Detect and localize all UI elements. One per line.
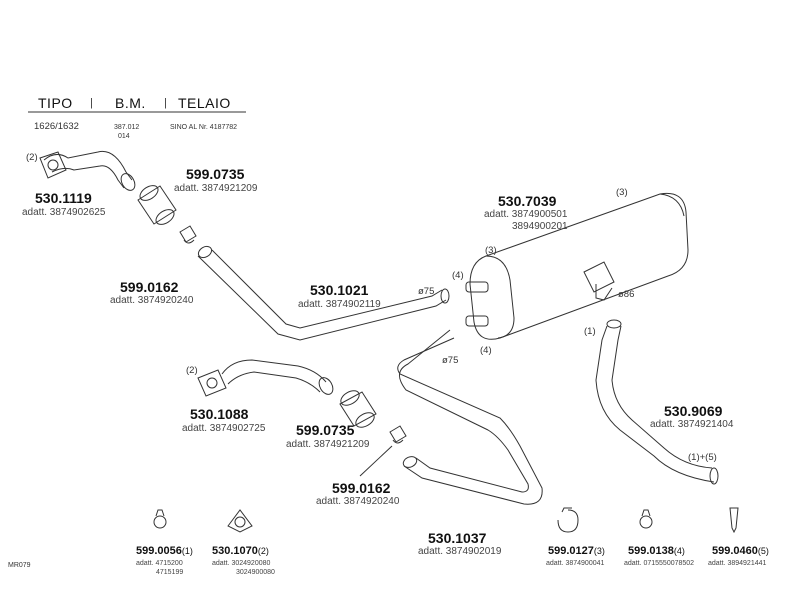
header-col-telaio: TELAIO bbox=[178, 95, 231, 111]
front-pipe-1-drawing bbox=[39, 150, 136, 191]
qty-label: (1)+(5) bbox=[688, 452, 717, 463]
qty-label: (4) bbox=[452, 270, 464, 281]
part-ref-530-1037: adatt. 3874902019 bbox=[418, 546, 502, 557]
diameter-label: ø75 bbox=[418, 286, 435, 297]
qty-label: (1) bbox=[584, 326, 596, 337]
header-col-tipo: TIPO bbox=[38, 95, 73, 111]
part-ref-599-0162: adatt. 3874920240 bbox=[316, 496, 400, 507]
qty-label: (3) bbox=[485, 245, 497, 256]
header-col-bm: B.M. bbox=[115, 95, 146, 111]
qty-label: (4) bbox=[480, 345, 492, 356]
drawing-code: MR079 bbox=[8, 562, 31, 569]
qty-label: (5) bbox=[757, 546, 769, 556]
diameter-label: ø86 bbox=[618, 289, 635, 300]
part-number: 599.0056(1) bbox=[136, 545, 193, 557]
part-ref-530-7039: adatt. 3874900501 bbox=[484, 209, 568, 220]
part-ref-530-7039-alt: 3894900201 bbox=[512, 221, 568, 232]
qty-label: (2) bbox=[257, 546, 269, 556]
part-ref: adatt. 3024920080 bbox=[212, 560, 271, 567]
bottom-icon-599-0127 bbox=[557, 507, 579, 533]
sleeve-2-drawing bbox=[339, 390, 377, 428]
clamp-2-drawing bbox=[359, 425, 407, 477]
silencer-drawing bbox=[465, 192, 689, 340]
qty-label: (4) bbox=[673, 546, 685, 556]
part-ref: adatt. 0715550078502 bbox=[624, 560, 695, 567]
qty-label: (3) bbox=[593, 546, 605, 556]
part-ref-alt: 4715199 bbox=[156, 569, 184, 576]
header-telaio-value: SINO AL Nr. 4187782 bbox=[170, 124, 238, 131]
diameter-label: ø75 bbox=[442, 355, 459, 366]
tail-pipe-drawing bbox=[595, 319, 719, 485]
part-number-530-1037: 530.1037 bbox=[428, 530, 487, 546]
part-ref-599-0735: adatt. 3874921209 bbox=[174, 183, 258, 194]
header-separator-1: | bbox=[90, 97, 93, 109]
part-ref: adatt. 4715200 bbox=[136, 560, 183, 567]
header-bm-line1: 387.012 bbox=[114, 124, 140, 131]
qty-label: (1) bbox=[181, 546, 193, 556]
sleeve-1-drawing bbox=[137, 185, 177, 225]
part-ref-599-0162: adatt. 3874920240 bbox=[110, 295, 194, 306]
part-number-599-0735: 599.0735 bbox=[296, 422, 355, 438]
part-ref: adatt. 3894921441 bbox=[708, 560, 767, 567]
part-ref-530-1119: adatt. 3874902625 bbox=[22, 207, 106, 218]
part-number: 599.0138(4) bbox=[628, 545, 685, 557]
qty-label: (2) bbox=[26, 152, 38, 163]
part-number-530-1088: 530.1088 bbox=[190, 406, 249, 422]
qty-label: (2) bbox=[186, 365, 198, 376]
bottom-icon-599-0460 bbox=[729, 507, 739, 534]
part-number-599-0162: 599.0162 bbox=[332, 480, 391, 496]
part-number-530-9069: 530.9069 bbox=[664, 403, 723, 419]
part-ref: adatt. 3874900041 bbox=[546, 560, 605, 567]
part-number: 599.0460(5) bbox=[712, 545, 769, 557]
intermediate-pipe-1-drawing bbox=[197, 245, 450, 341]
header-separator-2: | bbox=[164, 97, 167, 109]
bottom-icon-599-0138 bbox=[639, 509, 653, 529]
part-ref-alt: 3024900080 bbox=[236, 569, 275, 576]
bottom-icon-530-1070 bbox=[227, 509, 253, 533]
qty-label: (3) bbox=[616, 187, 628, 198]
part-ref-530-9069: adatt. 3874921404 bbox=[650, 419, 734, 430]
front-pipe-2-drawing bbox=[197, 359, 334, 397]
part-number-530-7039: 530.7039 bbox=[498, 193, 557, 209]
header-tipo-value: 1626/1632 bbox=[34, 121, 79, 132]
clamp-1-drawing bbox=[179, 225, 197, 244]
bottom-icon-599-0056 bbox=[153, 509, 167, 529]
part-ref-530-1088: adatt. 3874902725 bbox=[182, 423, 266, 434]
part-number: 530.1070(2) bbox=[212, 545, 269, 557]
part-ref-530-1021: adatt. 3874902119 bbox=[298, 299, 381, 310]
part-number-599-0162: 599.0162 bbox=[120, 279, 179, 295]
part-number-530-1021: 530.1021 bbox=[310, 282, 369, 298]
header-bm-line2: 014 bbox=[118, 133, 130, 140]
intermediate-pipe-2-drawing bbox=[397, 329, 543, 505]
part-number-599-0735: 599.0735 bbox=[186, 166, 245, 182]
part-number-530-1119: 530.1119 bbox=[35, 190, 92, 206]
part-number: 599.0127(3) bbox=[548, 545, 605, 557]
part-ref-599-0735: adatt. 3874921209 bbox=[286, 439, 370, 450]
